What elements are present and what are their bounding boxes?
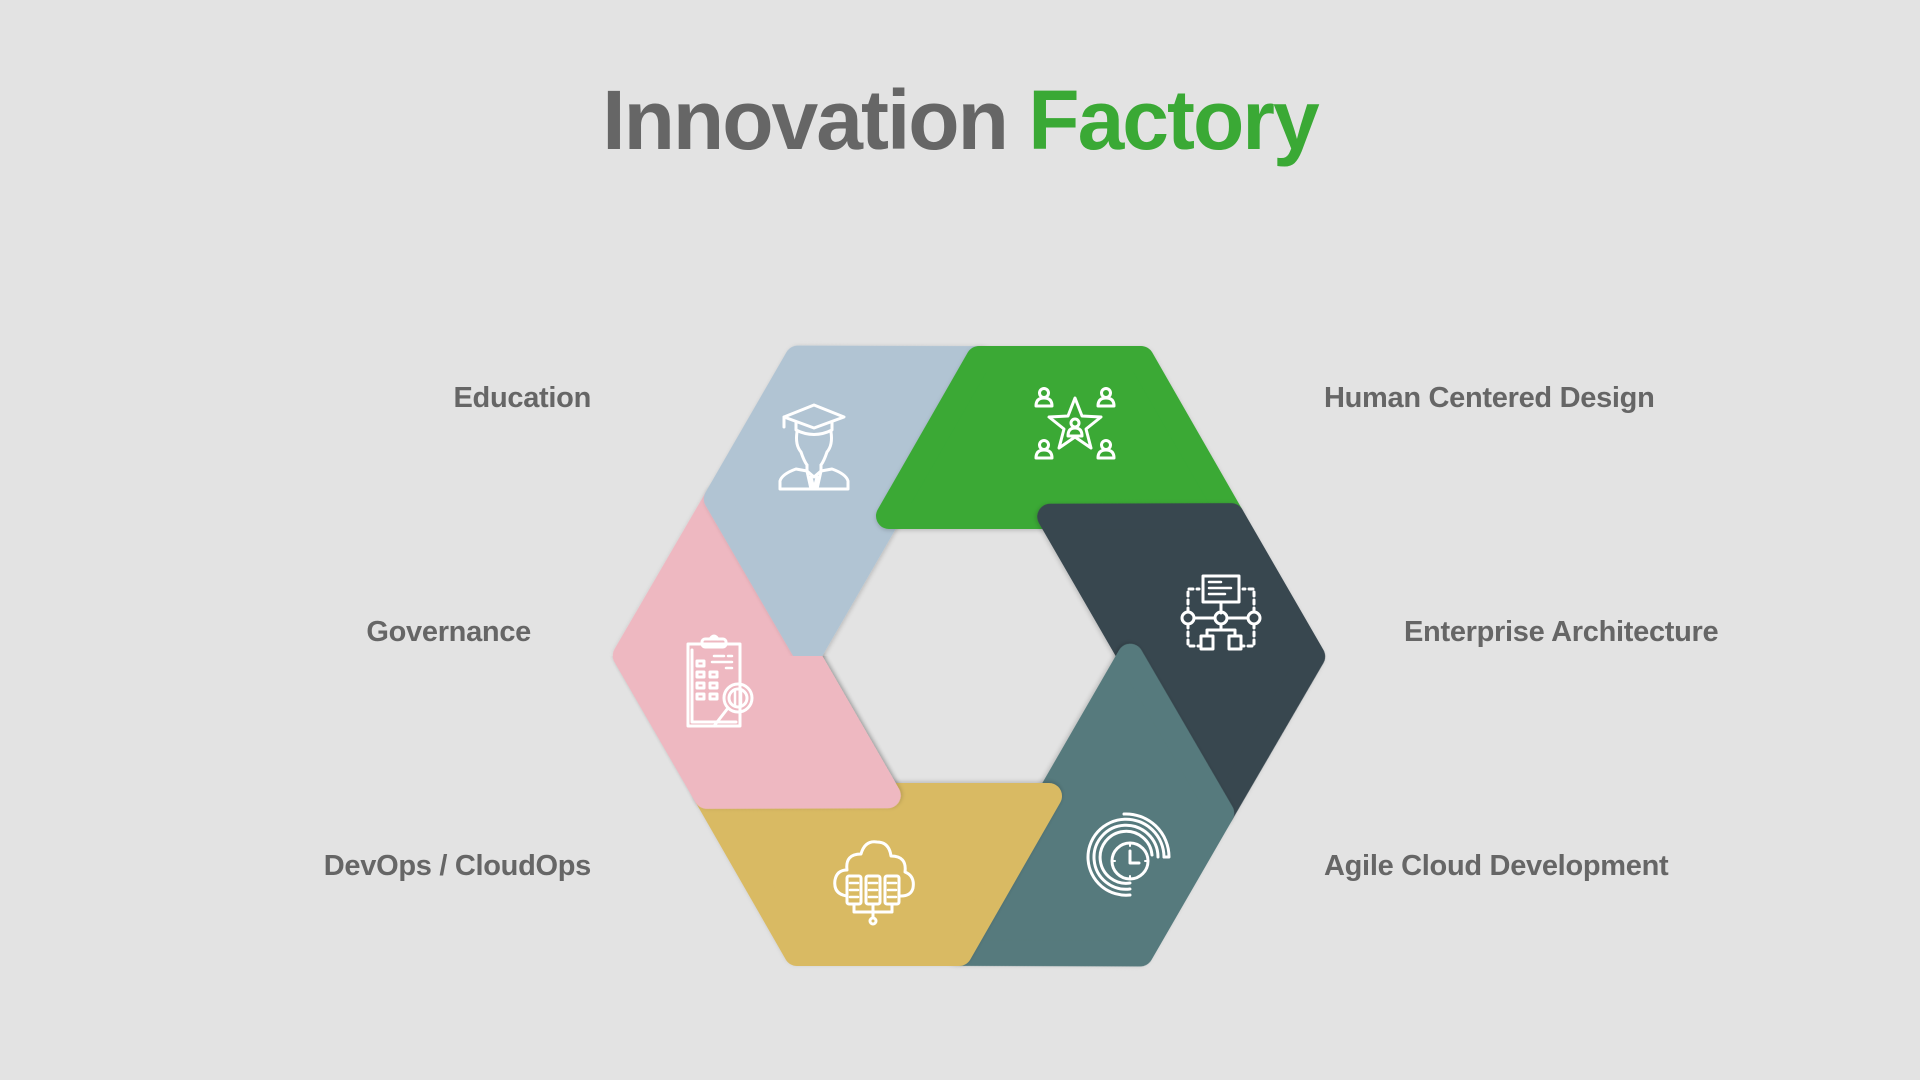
page-title: Innovation Factory: [0, 78, 1920, 162]
label-governance: Governance: [366, 616, 531, 648]
title-main: Innovation: [602, 73, 1009, 167]
cloud-servers-icon: [833, 840, 915, 926]
star-team-icon: [1034, 387, 1116, 460]
label-education: Education: [453, 382, 592, 414]
architecture-diagram-icon: [1180, 574, 1262, 651]
label-human-centered-design: Human Centered Design: [1324, 382, 1655, 414]
label-enterprise-architecture: Enterprise Architecture: [1404, 616, 1719, 648]
graduate-icon: [778, 403, 850, 491]
label-devops-cloudops: DevOps / CloudOps: [323, 850, 592, 882]
agile-clock-icon: [1086, 812, 1171, 897]
label-agile-cloud-development: Agile Cloud Development: [1324, 850, 1669, 882]
title-accent: Factory: [1028, 73, 1319, 167]
audit-clipboard-icon: [686, 634, 754, 728]
